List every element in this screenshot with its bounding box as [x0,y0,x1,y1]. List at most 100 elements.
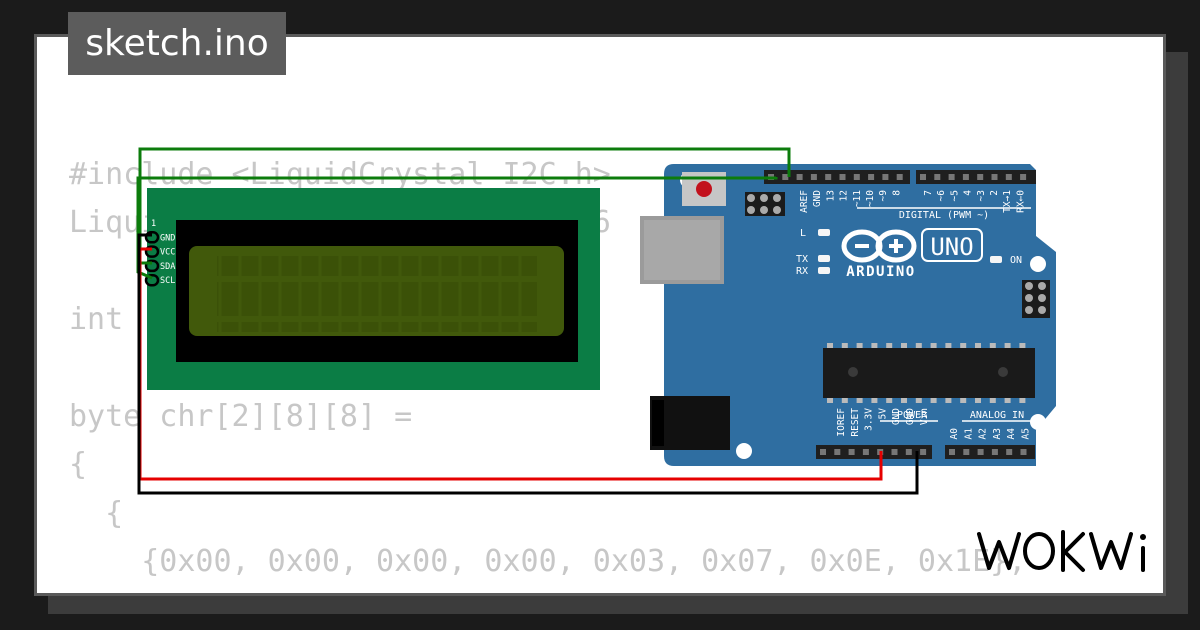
pin-label: 3.3V [864,408,875,431]
chip-pin [960,343,967,348]
power-header-label: POWER [897,410,928,421]
pin-label: GND [891,408,902,425]
header-pin[interactable] [853,174,860,180]
lcd-pin[interactable] [144,273,160,287]
chip-pin [1004,398,1011,403]
digital-pin-label: ~5 [949,190,960,201]
header-pin[interactable] [868,174,875,180]
chip-pin [886,343,893,348]
header-pin[interactable] [1005,174,1012,180]
chip-pin [856,398,863,403]
lcd-pin[interactable] [144,259,160,273]
code-line: byte chr[2][8][8] = [69,398,413,434]
header-pin[interactable] [1020,174,1027,180]
chip-pin [901,343,907,348]
header-pin[interactable] [810,174,817,180]
header-pin[interactable] [962,174,969,180]
gnd-wire [137,233,919,495]
chip-pin [871,398,878,403]
pin-label: RESET [850,408,861,437]
power-header [816,445,932,459]
chip-pin [930,398,937,403]
header-pin[interactable] [782,174,789,180]
header-pin[interactable] [839,174,846,180]
pin-label: A2 [978,428,989,439]
header-pin[interactable] [848,449,855,455]
header-pin[interactable] [977,174,984,180]
header-pin[interactable] [934,174,941,180]
code-line: int [69,302,124,338]
chip-pin [989,343,996,348]
lcd-pin-label: 1 [151,219,156,229]
header-pin[interactable] [949,449,955,455]
header-pin[interactable] [1020,449,1027,455]
header-pin[interactable] [920,449,927,455]
pin-label: Vin [919,408,930,425]
icsp-pin [1038,282,1046,290]
chip-pin [827,343,833,348]
arduino-brand-text: ARDUINO [846,264,916,280]
code-line: { [69,447,88,483]
pin-label: A3 [992,428,1003,439]
code-preview: #include <LiquidCrystal_I2C.h>LiquidCrys… [69,151,1026,593]
header-pin[interactable] [1006,449,1013,455]
icsp-pin [760,206,768,214]
lcd-pin[interactable] [144,231,160,244]
icsp-pin [747,194,755,202]
led-on [990,256,1002,263]
header-pin[interactable] [977,449,984,455]
chip-pin [960,398,967,403]
digital-pin-label: AREF [799,190,810,213]
led-l [818,229,830,236]
chip-pin [989,398,996,403]
digital-pin-label: 12 [839,190,850,201]
code-line: { [69,495,124,531]
header-pin[interactable] [905,449,912,455]
header-pin[interactable] [820,449,826,455]
pin-label: IOREF [836,408,847,437]
header-pin[interactable] [896,174,903,180]
lcd-pin-label: SDA [160,262,175,272]
digital-pin-label: 4 [963,190,974,196]
header-pin[interactable] [834,449,841,455]
lcd-pin-label: VCC [160,248,175,258]
icsp-pin [773,194,781,202]
header-pin[interactable] [796,174,803,180]
chip-pin [841,343,848,348]
icsp-pin [1038,294,1046,302]
led-label-on: ON [1010,255,1022,266]
sda-wire [138,147,791,265]
header-pin[interactable] [963,449,970,455]
chip-pin [945,343,952,348]
reset-button-cap[interactable] [696,181,712,197]
digital-pin-label: 8 [891,190,902,196]
header-pin[interactable] [948,174,955,180]
lcd-pin[interactable] [144,245,160,258]
digital-pin-label: 13 [825,190,836,201]
header-pin[interactable] [991,449,998,455]
chip-pin [871,343,878,348]
lcd-pin-label: SCL [160,276,175,286]
chip-pin [945,398,952,403]
digital-pin-label: 7 [923,190,934,196]
header-pin[interactable] [991,174,998,180]
header-pin[interactable] [882,174,889,180]
lcd-pin-label: GND [160,233,175,243]
header-pin[interactable] [862,449,869,455]
uno-badge [921,228,983,262]
icsp-pin [1025,282,1033,290]
chip-pin [901,398,907,403]
digital-pin-label: ~3 [976,190,987,201]
chip-pin [915,398,922,403]
digital-header-label: DIGITAL (PWM ~) [899,210,989,221]
led-label-rx: RX [796,266,808,277]
chip-pin [915,343,922,348]
chip-pin [1004,343,1011,348]
icsp-pin [1038,306,1046,314]
chip-pin [975,343,981,348]
header-pin[interactable] [825,174,832,180]
header-pin[interactable] [891,449,898,455]
header-pin[interactable] [920,174,926,180]
